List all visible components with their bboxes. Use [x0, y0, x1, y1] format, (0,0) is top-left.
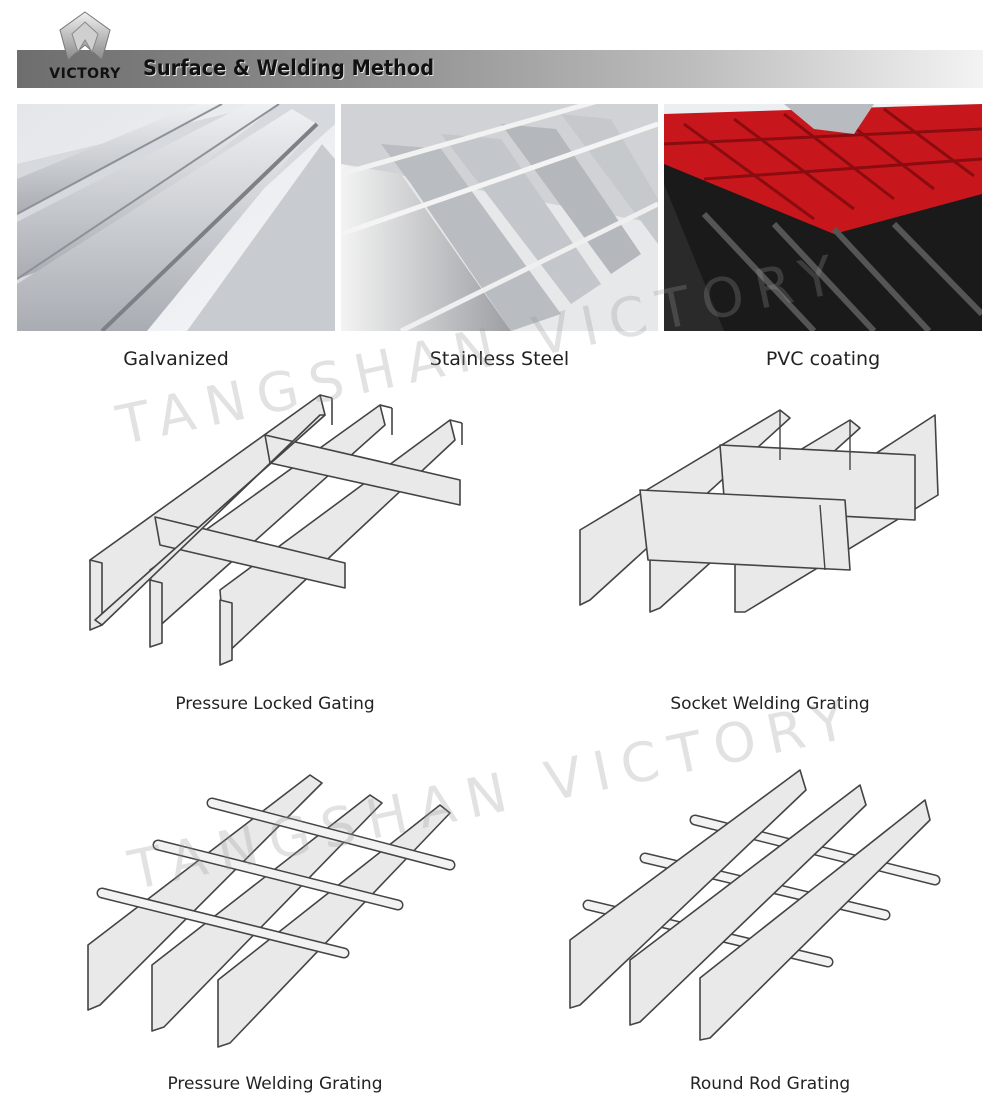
socket-welding-grating-drawing [570, 400, 970, 630]
caption-galvanized: Galvanized [123, 348, 229, 370]
round-rod-grating-drawing [560, 760, 960, 1050]
header-bar [17, 50, 983, 88]
caption-socket-welding: Socket Welding Grating [670, 694, 870, 714]
caption-pressure-welding: Pressure Welding Grating [167, 1074, 383, 1094]
logo-text: VICTORY [49, 66, 121, 82]
pressure-locked-grating-drawing [80, 385, 480, 675]
stainless-grating-photo [341, 104, 658, 331]
pvc-grating-photo [664, 104, 982, 331]
page-title: Surface & Welding Method [143, 56, 435, 80]
galvanized-grating-photo [17, 104, 335, 331]
caption-stainless-steel: Stainless Steel [429, 348, 570, 370]
victory-logo-icon [40, 10, 130, 90]
pressure-welding-grating-drawing [80, 765, 480, 1055]
caption-pressure-locked: Pressure Locked Gating [175, 694, 375, 714]
caption-pvc-coating: PVC coating [765, 348, 881, 370]
caption-round-rod: Round Rod Grating [689, 1074, 851, 1094]
